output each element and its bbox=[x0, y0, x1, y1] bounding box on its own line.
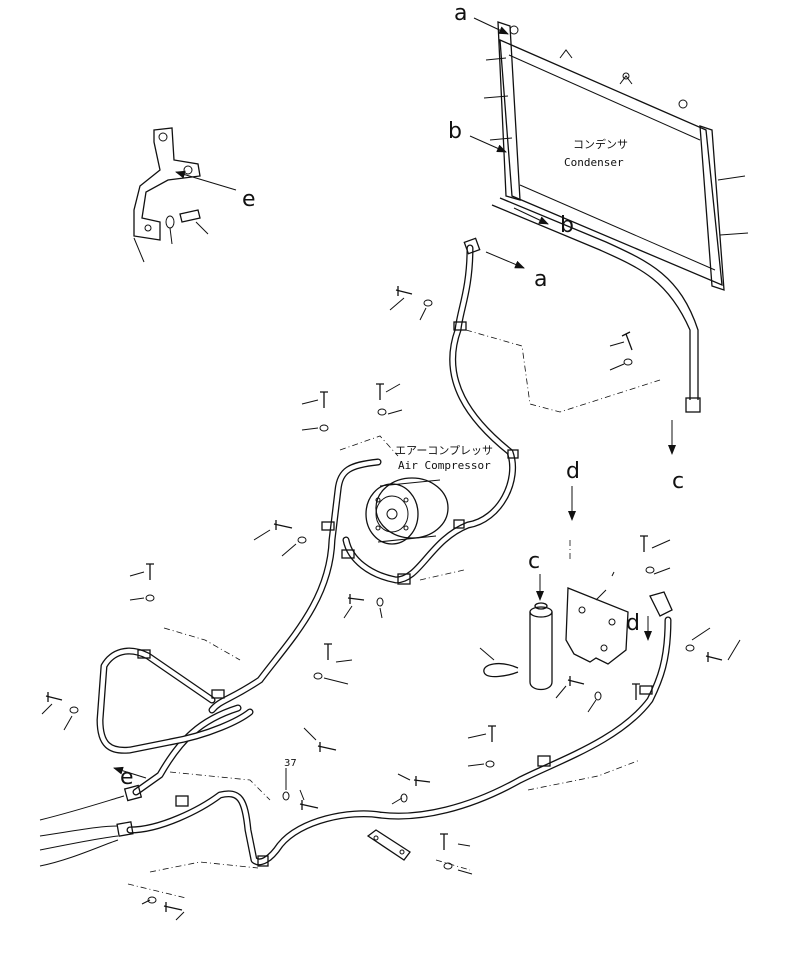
ref-letter-e-bracket: e bbox=[242, 187, 256, 212]
ref-letter-a-hose: a bbox=[534, 267, 547, 292]
assembly-lines bbox=[127, 329, 661, 899]
ref-letter-d-top: d bbox=[566, 459, 580, 484]
part-number-37: 37 bbox=[284, 758, 297, 769]
receiver-bracket bbox=[565, 587, 629, 665]
u-clamp bbox=[479, 647, 519, 678]
fasteners bbox=[41, 286, 741, 921]
hose-end-fittings bbox=[39, 784, 143, 867]
condenser-jp-label: コンデンサ bbox=[573, 137, 628, 151]
ref-letter-e-hose: e bbox=[120, 765, 134, 790]
hose-condenser-to-compressor bbox=[342, 237, 517, 584]
ref-letter-c-receiver: c bbox=[528, 549, 540, 574]
air-compressor: エアーコンプレッサ Air Compressor bbox=[365, 444, 493, 545]
ref-letter-b-left: b bbox=[448, 119, 462, 144]
ref-letter-c-arrow: c bbox=[672, 469, 684, 494]
reference-arrows bbox=[113, 17, 676, 779]
condenser-en-label: Condenser bbox=[564, 156, 624, 169]
ref-letter-b-pipe: b bbox=[560, 213, 574, 238]
ref-letter-a-top: a bbox=[454, 1, 467, 26]
hose-lower-long bbox=[126, 591, 673, 866]
receiver-dryer bbox=[529, 602, 553, 691]
hose-compressor-suction bbox=[208, 458, 382, 714]
compressor-en-label: Air Compressor bbox=[398, 459, 491, 472]
hose-clamps bbox=[137, 321, 653, 867]
condenser-pipe bbox=[491, 197, 701, 413]
bracket-e bbox=[133, 127, 209, 263]
condenser: コンデンサ Condenser bbox=[483, 21, 749, 291]
ref-letter-d-right: d bbox=[626, 611, 640, 636]
compressor-jp-label: エアーコンプレッサ bbox=[395, 444, 493, 457]
hose-loop-left bbox=[96, 647, 254, 796]
small-bracket bbox=[366, 829, 411, 861]
